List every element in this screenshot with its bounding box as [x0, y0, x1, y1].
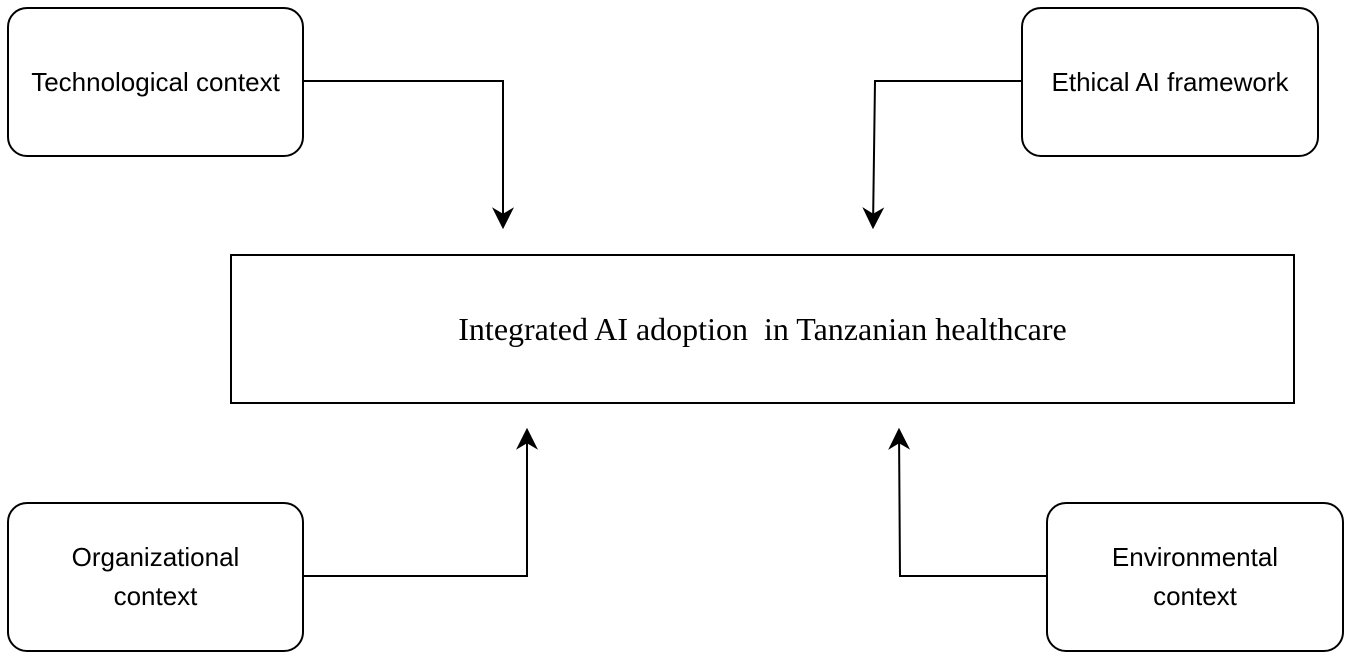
organizational-context-node: Organizational context: [7, 502, 304, 652]
environmental-context-label: Environmental context: [1111, 542, 1279, 611]
organizational-context-label: Organizational context: [71, 542, 240, 611]
ethical-ai-framework-node: Ethical AI framework: [1021, 7, 1319, 157]
ethical-ai-framework-label: Ethical AI framework: [1051, 66, 1289, 97]
arrow-organizational-to-center: [304, 427, 538, 577]
arrow-ethical-to-center: [862, 80, 1021, 230]
technological-context-label: Technological context: [31, 66, 280, 97]
integrated-ai-adoption-label: Integrated AI adoption in Tanzanian heal…: [458, 310, 1067, 347]
arrow-environmental-to-center: [888, 427, 1046, 577]
environmental-context-node: Environmental context: [1046, 502, 1344, 652]
integrated-ai-adoption-node: Integrated AI adoption in Tanzanian heal…: [230, 254, 1295, 404]
arrow-technological-to-center: [304, 80, 514, 230]
technological-context-node: Technological context: [7, 7, 304, 157]
